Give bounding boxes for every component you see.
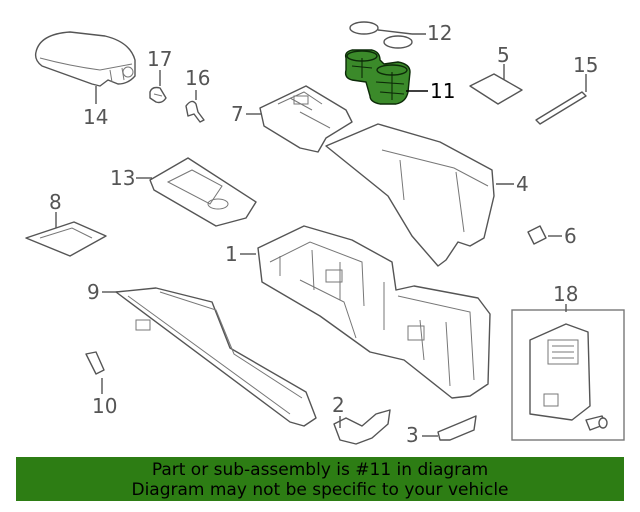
part-14-armrest-lid[interactable] bbox=[34, 31, 136, 87]
callout-4: 4 bbox=[516, 172, 529, 196]
part-9-side-trim[interactable] bbox=[115, 287, 317, 427]
parts-diagram: 14 17 16 12 11 5 15 7 bbox=[25, 21, 625, 447]
part-8-mat[interactable] bbox=[25, 221, 107, 257]
callout-7: 7 bbox=[231, 102, 244, 126]
callout-9: 9 bbox=[87, 280, 100, 304]
part-5-pad[interactable] bbox=[469, 73, 523, 105]
part-10-clip[interactable] bbox=[85, 351, 105, 375]
callout-3: 3 bbox=[406, 423, 419, 447]
callout-18: 18 bbox=[553, 282, 578, 306]
part-11-cup-holder[interactable] bbox=[344, 49, 411, 105]
callout-2: 2 bbox=[332, 393, 345, 417]
part-18-rear-vent[interactable] bbox=[511, 309, 625, 441]
part-6-clip[interactable] bbox=[527, 225, 547, 245]
callout-14: 14 bbox=[83, 105, 108, 129]
part-1-console-frame[interactable] bbox=[257, 225, 491, 399]
part-7-trim-panel[interactable] bbox=[259, 85, 353, 153]
part-2-bracket[interactable] bbox=[333, 409, 391, 445]
notice-banner: Part or sub-assembly is #11 in diagram D… bbox=[16, 457, 624, 501]
part-17-clip[interactable] bbox=[149, 86, 167, 104]
callout-13: 13 bbox=[110, 166, 135, 190]
callout-6: 6 bbox=[564, 224, 577, 248]
banner-line-1: Part or sub-assembly is #11 in diagram bbox=[151, 460, 489, 480]
part-13-shifter-bezel[interactable] bbox=[149, 157, 257, 227]
callout-10: 10 bbox=[92, 394, 117, 418]
callout-12: 12 bbox=[427, 21, 452, 45]
part-4-side-panel[interactable] bbox=[325, 123, 495, 267]
callout-5: 5 bbox=[497, 43, 510, 67]
part-15-rod[interactable] bbox=[535, 91, 587, 125]
part-3-bracket[interactable] bbox=[437, 415, 477, 441]
callout-8: 8 bbox=[49, 190, 62, 214]
callout-15: 15 bbox=[573, 53, 598, 77]
part-12-seals[interactable] bbox=[349, 21, 413, 49]
banner-line-2: Diagram may not be specific to your vehi… bbox=[131, 480, 509, 500]
callout-16: 16 bbox=[185, 66, 210, 90]
callout-1: 1 bbox=[225, 242, 238, 266]
callout-11: 11 bbox=[430, 79, 455, 103]
part-16-bracket[interactable] bbox=[185, 100, 205, 123]
callout-17: 17 bbox=[147, 47, 172, 71]
